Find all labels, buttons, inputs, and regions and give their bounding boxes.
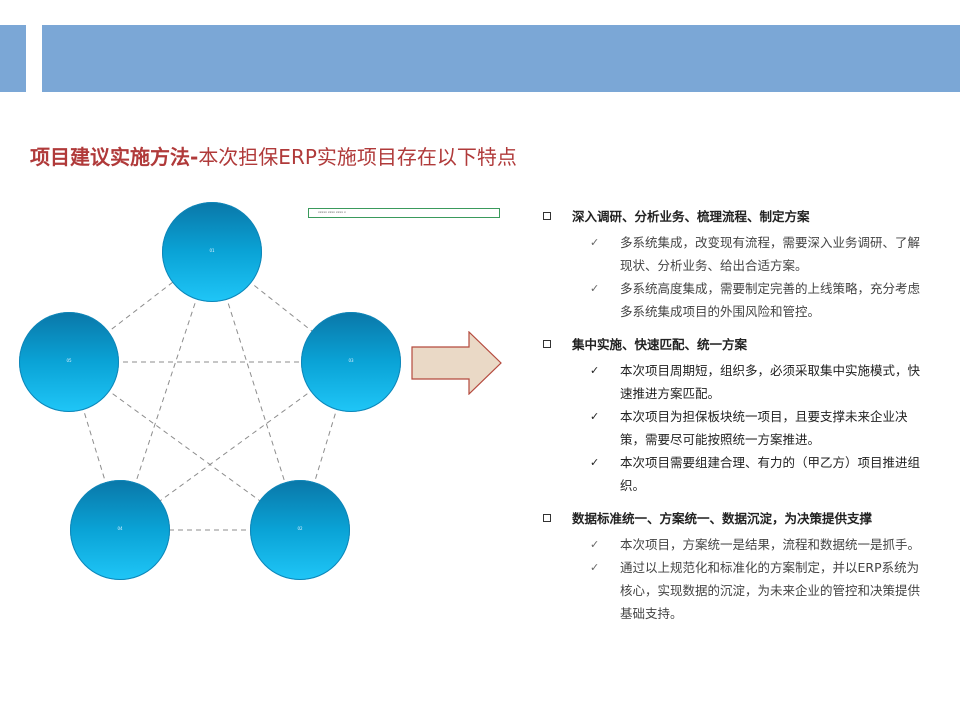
list-item: ✓ 多系统集成，改变现有流程，需要深入业务调研、了解现状、分析业务、给出合适方案。 xyxy=(590,231,923,277)
item-text: 本次项目为担保板块统一项目，且要支撑未来企业决策，需要尽可能按照统一方案推进。 xyxy=(620,409,908,447)
title-rest-part: 本次担保ERP实施项目存在以下特点 xyxy=(198,145,517,169)
node-label: 04 xyxy=(117,526,123,531)
section-research: 深入调研、分析业务、梳理流程、制定方案 ✓ 多系统集成，改变现有流程，需要深入业务… xyxy=(543,207,923,323)
node-label: 03 xyxy=(348,358,354,363)
check-icon: ✓ xyxy=(590,410,600,423)
section-title: 集中实施、快速匹配、统一方案 xyxy=(572,337,748,352)
list-item: ✓ 多系统高度集成，需要制定完善的上线策略，充分考虑多系统集成项目的外围风险和管控… xyxy=(590,277,923,323)
header-banner xyxy=(42,25,960,92)
node-label: 02 xyxy=(297,526,303,531)
header-accent-block xyxy=(0,25,26,92)
section-title: 数据标准统一、方案统一、数据沉淀，为决策提供支撑 xyxy=(572,511,873,526)
node-label: 01 xyxy=(209,248,215,253)
item-text: 多系统集成，改变现有流程，需要深入业务调研、了解现状、分析业务、给出合适方案。 xyxy=(620,235,921,273)
check-icon: ✓ xyxy=(590,561,600,574)
square-bullet-icon xyxy=(543,340,551,348)
section-header: 深入调研、分析业务、梳理流程、制定方案 xyxy=(543,207,923,227)
section-header: 集中实施、快速匹配、统一方案 xyxy=(543,335,923,355)
item-text: 本次项目周期短，组织多，必须采取集中实施模式，快速推进方案匹配。 xyxy=(620,363,921,401)
caption-text: xxxxx xxxx xxxx x xyxy=(318,210,346,214)
node-bottom-right: 02 xyxy=(250,480,350,580)
list-item: ✓ 本次项目周期短，组织多，必须采取集中实施模式，快速推进方案匹配。 xyxy=(590,359,923,405)
node-right: 03 xyxy=(301,312,401,412)
item-text: 多系统高度集成，需要制定完善的上线策略，充分考虑多系统集成项目的外围风险和管控。 xyxy=(620,281,921,319)
item-text: 本次项目，方案统一是结果，流程和数据统一是抓手。 xyxy=(620,537,921,552)
section-header: 数据标准统一、方案统一、数据沉淀，为决策提供支撑 xyxy=(543,509,923,529)
list-item: ✓ 通过以上规范化和标准化的方案制定，并以ERP系统为核心，实现数据的沉淀，为未来… xyxy=(590,556,923,625)
item-text: 通过以上规范化和标准化的方案制定，并以ERP系统为核心，实现数据的沉淀，为未来企… xyxy=(620,560,921,621)
check-icon: ✓ xyxy=(590,456,600,469)
page-title: 项目建议实施方法-本次担保ERP实施项目存在以下特点 xyxy=(30,144,517,170)
list-item: ✓ 本次项目，方案统一是结果，流程和数据统一是抓手。 xyxy=(590,533,923,556)
caption-box: xxxxx xxxx xxxx x xyxy=(308,208,500,218)
check-icon: ✓ xyxy=(590,236,600,249)
right-arrow-icon xyxy=(411,331,502,395)
list-item: ✓ 本次项目需要组建合理、有力的（甲乙方）项目推进组织。 xyxy=(590,451,923,497)
feature-list: 深入调研、分析业务、梳理流程、制定方案 ✓ 多系统集成，改变现有流程，需要深入业务… xyxy=(543,207,923,637)
list-item: ✓ 本次项目为担保板块统一项目，且要支撑未来企业决策，需要尽可能按照统一方案推进。 xyxy=(590,405,923,451)
check-icon: ✓ xyxy=(590,538,600,551)
section-centralized: 集中实施、快速匹配、统一方案 ✓ 本次项目周期短，组织多，必须采取集中实施模式，快… xyxy=(543,335,923,497)
node-left: 05 xyxy=(19,312,119,412)
item-text: 本次项目需要组建合理、有力的（甲乙方）项目推进组织。 xyxy=(620,455,921,493)
node-label: 05 xyxy=(66,358,72,363)
section-data-standard: 数据标准统一、方案统一、数据沉淀，为决策提供支撑 ✓ 本次项目，方案统一是结果，流… xyxy=(543,509,923,625)
node-bottom-left: 04 xyxy=(70,480,170,580)
section-title: 深入调研、分析业务、梳理流程、制定方案 xyxy=(572,209,810,224)
check-icon: ✓ xyxy=(590,364,600,377)
title-bold-part: 项目建议实施方法- xyxy=(30,145,199,169)
check-icon: ✓ xyxy=(590,282,600,295)
square-bullet-icon xyxy=(543,514,551,522)
square-bullet-icon xyxy=(543,212,551,220)
node-top: 01 xyxy=(162,202,262,302)
